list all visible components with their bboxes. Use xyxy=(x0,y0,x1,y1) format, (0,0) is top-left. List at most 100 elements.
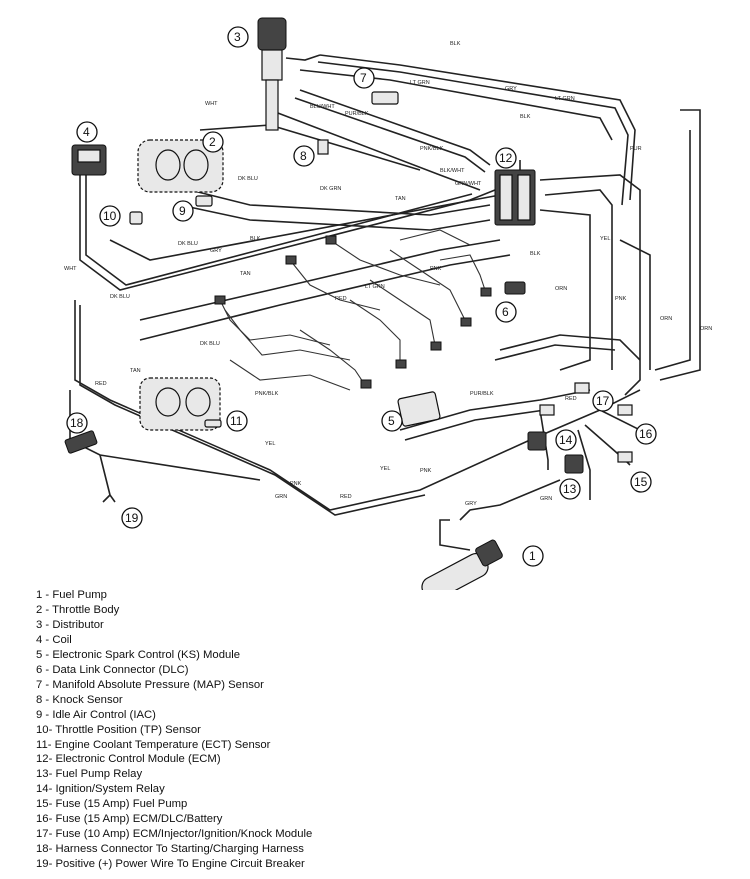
wire-label: DK GRN xyxy=(320,186,341,192)
wire-label: WHT xyxy=(205,101,218,107)
legend-item: 19- Positive (+) Power Wire To Engine Ci… xyxy=(36,858,305,871)
legend-item: 3 - Distributor xyxy=(36,618,104,631)
wire-label: RED xyxy=(335,296,347,302)
wire-label: BLK xyxy=(250,236,261,242)
svg-text:1: 1 xyxy=(529,549,536,563)
harness-connector xyxy=(64,430,98,454)
wire-label: PNK xyxy=(430,266,442,272)
svg-text:5: 5 xyxy=(388,414,395,428)
svg-text:16: 16 xyxy=(639,427,653,441)
legend-item: 9 - Idle Air Control (IAC) xyxy=(36,708,156,721)
callout-17: 17 xyxy=(592,390,614,412)
callout-4: 4 xyxy=(76,121,98,143)
wire-labels: BLK LT GRN GRY LT GRN BLK WHT BLU/WHT PU… xyxy=(64,41,712,507)
wire-label: PUR xyxy=(630,146,642,152)
wire-label: DK BLU xyxy=(178,241,198,247)
wiring-diagram: BLK LT GRN GRY LT GRN BLK WHT BLU/WHT PU… xyxy=(64,17,712,590)
tp-sensor xyxy=(129,211,143,225)
callout-12: 12 xyxy=(495,147,517,169)
legend-item: 1 - Fuel Pump xyxy=(36,589,107,601)
injectors xyxy=(214,235,492,389)
wire-label: DK BLU xyxy=(238,176,258,182)
wire-label: BLK xyxy=(450,41,461,47)
coil xyxy=(71,144,107,176)
wire-label: ORN xyxy=(700,326,712,332)
wire-label: DK BLU xyxy=(200,341,220,347)
wire-label: WHT xyxy=(64,266,77,272)
callout-8: 8 xyxy=(293,145,315,167)
wire-label: YEL xyxy=(265,441,275,447)
wire-label: DK BLU xyxy=(110,294,130,300)
callout-7: 7 xyxy=(353,67,375,89)
wire-label: BLK xyxy=(520,114,531,120)
callout-10: 10 xyxy=(99,205,121,227)
wire-label: RED xyxy=(565,396,577,402)
wire-label: YEL xyxy=(380,466,390,472)
svg-text:8: 8 xyxy=(300,149,307,163)
distributor xyxy=(257,17,321,131)
wire-label: PUR/BLK xyxy=(470,391,494,397)
callout-2: 2 xyxy=(202,131,224,153)
wire-label: GRN/WHT xyxy=(455,181,482,187)
svg-text:9: 9 xyxy=(179,204,186,218)
wire-label: PNK/BLK xyxy=(420,146,444,152)
dlc-connector xyxy=(504,281,526,295)
wire-label: GRY xyxy=(505,86,517,92)
legend-item: 12- Electronic Control Module (ECM) xyxy=(36,753,221,766)
callout-14: 14 xyxy=(555,429,577,451)
svg-text:18: 18 xyxy=(70,416,84,430)
wire-label: PNK xyxy=(290,481,302,487)
wire-label: TAN xyxy=(240,271,251,277)
wire-label: GRY xyxy=(210,248,222,254)
wire-label: GRN xyxy=(540,496,552,502)
callout-11: 11 xyxy=(226,410,248,432)
wire-label: BLU/WHT xyxy=(310,104,335,110)
svg-text:14: 14 xyxy=(559,433,573,447)
wire-label: TAN xyxy=(130,368,141,374)
legend-item: 13- Fuel Pump Relay xyxy=(36,768,143,781)
wire-label: LT GRN xyxy=(365,284,385,290)
svg-text:15: 15 xyxy=(634,475,648,489)
callout-3: 3 xyxy=(227,26,249,48)
wire-label: ORN xyxy=(555,286,567,292)
callout-1: 1 xyxy=(522,545,544,567)
callout-18: 18 xyxy=(66,412,88,434)
wire-label: YEL xyxy=(600,236,610,242)
legend-item: 17- Fuse (10 Amp) ECM/Injector/Ignition/… xyxy=(36,828,313,841)
legend-item: 2 - Throttle Body xyxy=(36,603,120,616)
component-legend: 1 - Fuel Pump 2 - Throttle Body 3 - Dist… xyxy=(36,588,312,872)
main-harness xyxy=(69,54,701,551)
svg-text:2: 2 xyxy=(209,135,216,149)
legend-item: 10- Throttle Position (TP) Sensor xyxy=(36,723,201,736)
wire-label: PNK xyxy=(420,468,432,474)
wire-label: PNK xyxy=(615,296,627,302)
svg-text:7: 7 xyxy=(360,71,367,85)
iac-valve xyxy=(195,195,213,207)
wire-label: GRN xyxy=(275,494,287,500)
legend-item: 16- Fuse (15 Amp) ECM/DLC/Battery xyxy=(36,813,223,826)
callout-15: 15 xyxy=(630,471,652,493)
relays-fuses xyxy=(527,382,633,474)
fuel-pump xyxy=(421,539,503,590)
wire-label: BLK/WHT xyxy=(440,168,465,174)
ks-module xyxy=(397,391,441,427)
legend-item: 4 - Coil xyxy=(36,633,72,646)
legend-item: 18- Harness Connector To Starting/Chargi… xyxy=(36,843,304,856)
wire-label: LT GRN xyxy=(410,80,430,86)
legend-item: 7 - Manifold Absolute Pressure (MAP) Sen… xyxy=(36,678,264,691)
legend-item: 5 - Electronic Spark Control (KS) Module xyxy=(36,648,241,661)
legend-item: 8 - Knock Sensor xyxy=(36,693,123,706)
injector-branches xyxy=(219,229,486,391)
wire-label: PNK/BLK xyxy=(255,391,279,397)
svg-text:6: 6 xyxy=(502,305,509,319)
throttle-body xyxy=(137,139,224,193)
wire-label: RED xyxy=(340,494,352,500)
knock-sensor xyxy=(317,139,329,155)
legend-item: 15- Fuse (15 Amp) Fuel Pump xyxy=(36,798,188,811)
wire-label: GRY xyxy=(465,501,477,507)
svg-text:13: 13 xyxy=(563,482,577,496)
callout-16: 16 xyxy=(635,423,657,445)
svg-text:12: 12 xyxy=(499,151,513,165)
wire-label: PUR/BLK xyxy=(345,111,369,117)
wire-label: RED xyxy=(95,381,107,387)
